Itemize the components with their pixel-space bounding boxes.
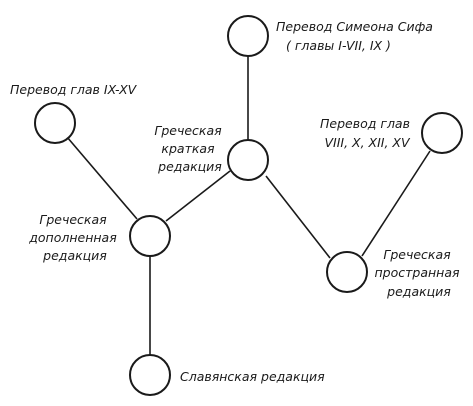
- label-greek-supplemented-line-3: редакция: [42, 248, 107, 263]
- label-greek-short-line-3: редакция: [157, 159, 222, 174]
- node-greek-short: [227, 139, 269, 181]
- edge-chapters-ix-xv-greek-supplemented: [66, 136, 138, 220]
- node-greek-extended: [326, 251, 368, 293]
- node-simeon: [227, 15, 269, 57]
- label-greek-short: Греческая краткая редакция: [154, 123, 225, 174]
- label-greek-short-line-1: Греческая: [154, 123, 222, 138]
- label-greek-extended-line-1: Греческая: [383, 247, 451, 262]
- label-greek-extended-line-2: пространная: [374, 265, 460, 280]
- label-chapters-viii-line-2: VIII, X, XII, XV: [324, 135, 411, 150]
- label-slavonic-line-1: Славянская редакция: [180, 369, 325, 384]
- label-simeon-line-2: ( главы I-VII, IX ): [286, 38, 391, 53]
- label-simeon-line-1: Перевод Симеона Сифа: [276, 19, 433, 34]
- label-chapters-ix-xv-line-1: Перевод глав IX-XV: [10, 82, 138, 97]
- label-greek-extended: Греческая пространная редакция: [374, 247, 463, 299]
- edge-greek-short-greek-supplemented: [165, 170, 231, 222]
- edge-greek-short-greek-extended: [265, 175, 331, 259]
- label-greek-short-line-2: краткая: [161, 141, 215, 156]
- label-greek-supplemented-line-2: дополненная: [28, 230, 117, 245]
- label-greek-supplemented: Греческая дополненная редакция: [28, 212, 120, 263]
- node-greek-supplemented: [129, 215, 171, 257]
- label-slavonic: Славянская редакция: [180, 369, 325, 384]
- node-slavonic: [129, 354, 171, 396]
- label-chapters-ix-xv: Перевод глав IX-XV: [10, 82, 138, 97]
- label-simeon: Перевод Симеона Сифа ( главы I-VII, IX ): [276, 19, 437, 53]
- nodes: [34, 15, 463, 396]
- label-chapters-viii: Перевод глав VIII, X, XII, XV: [320, 116, 414, 150]
- node-chapters-viii: [421, 112, 463, 154]
- label-greek-extended-line-3: редакция: [386, 284, 451, 299]
- labels: Перевод Симеона Сифа ( главы I-VII, IX )…: [10, 19, 463, 384]
- edge-chapters-viii-greek-extended: [361, 150, 431, 257]
- label-chapters-viii-line-1: Перевод глав: [320, 116, 410, 131]
- node-chapters-ix-xv: [34, 102, 76, 144]
- label-greek-supplemented-line-1: Греческая: [39, 212, 107, 227]
- edges: [66, 56, 431, 355]
